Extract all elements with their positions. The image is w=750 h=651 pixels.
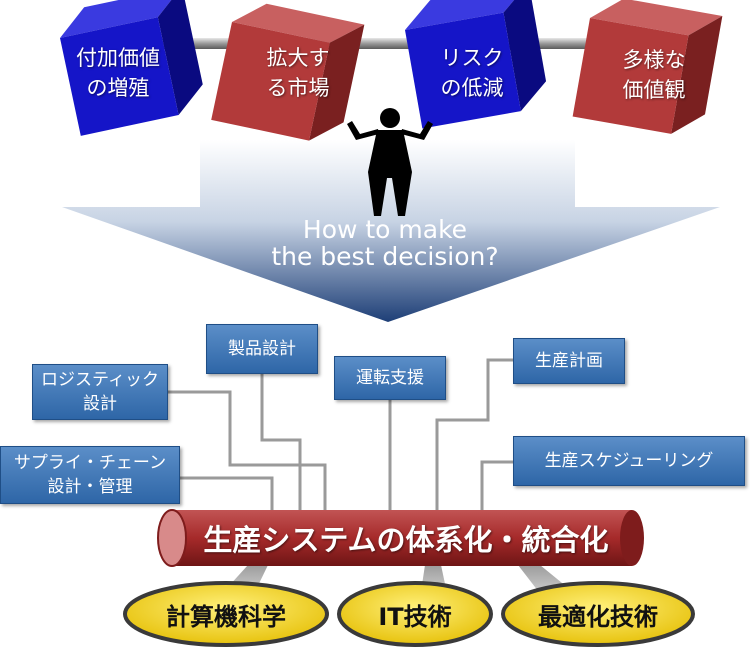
decision-question: How to make the best decision? (271, 215, 499, 271)
cube-label-added-value: 付加価値 の増殖 (76, 46, 160, 100)
person-silhouette-icon (347, 108, 433, 216)
cube-added-value (60, 0, 203, 136)
foundation-optimization: 最適化技術 (538, 602, 658, 631)
box-production-scheduling: 生産スケジューリング (513, 436, 745, 486)
cube-expanding-market (211, 3, 365, 141)
oval-optimization (501, 581, 695, 647)
decision-arrow (62, 140, 720, 322)
connecting-bar (150, 38, 640, 49)
box-supply-chain: サプライ・チェーン 設計・管理 (0, 446, 180, 504)
cube-risk-reduction (405, 0, 547, 129)
cube-label-risk-reduction: リスク の低減 (440, 46, 504, 100)
oval-it-technology (337, 581, 493, 647)
cube-label-diverse-values: 多様な 価値観 (622, 48, 686, 102)
box-operation-support: 運転支援 (334, 356, 446, 400)
box-product-design: 製品設計 (206, 324, 318, 374)
box-logistics-design: ロジスティック 設計 (32, 364, 168, 420)
oval-computer-science (123, 581, 329, 647)
cube-label-expanding-market: 拡大す る市場 (266, 46, 330, 100)
foundation-it-technology: IT技術 (378, 602, 452, 631)
pipe-label: 生産システムの体系化・統合化 (203, 523, 609, 557)
integration-pipe (157, 509, 644, 567)
connector-lines (168, 358, 513, 512)
foundation-computer-science: 計算機科学 (166, 602, 286, 631)
cube-diverse-values (572, 0, 723, 134)
box-production-planning: 生産計画 (513, 338, 625, 384)
